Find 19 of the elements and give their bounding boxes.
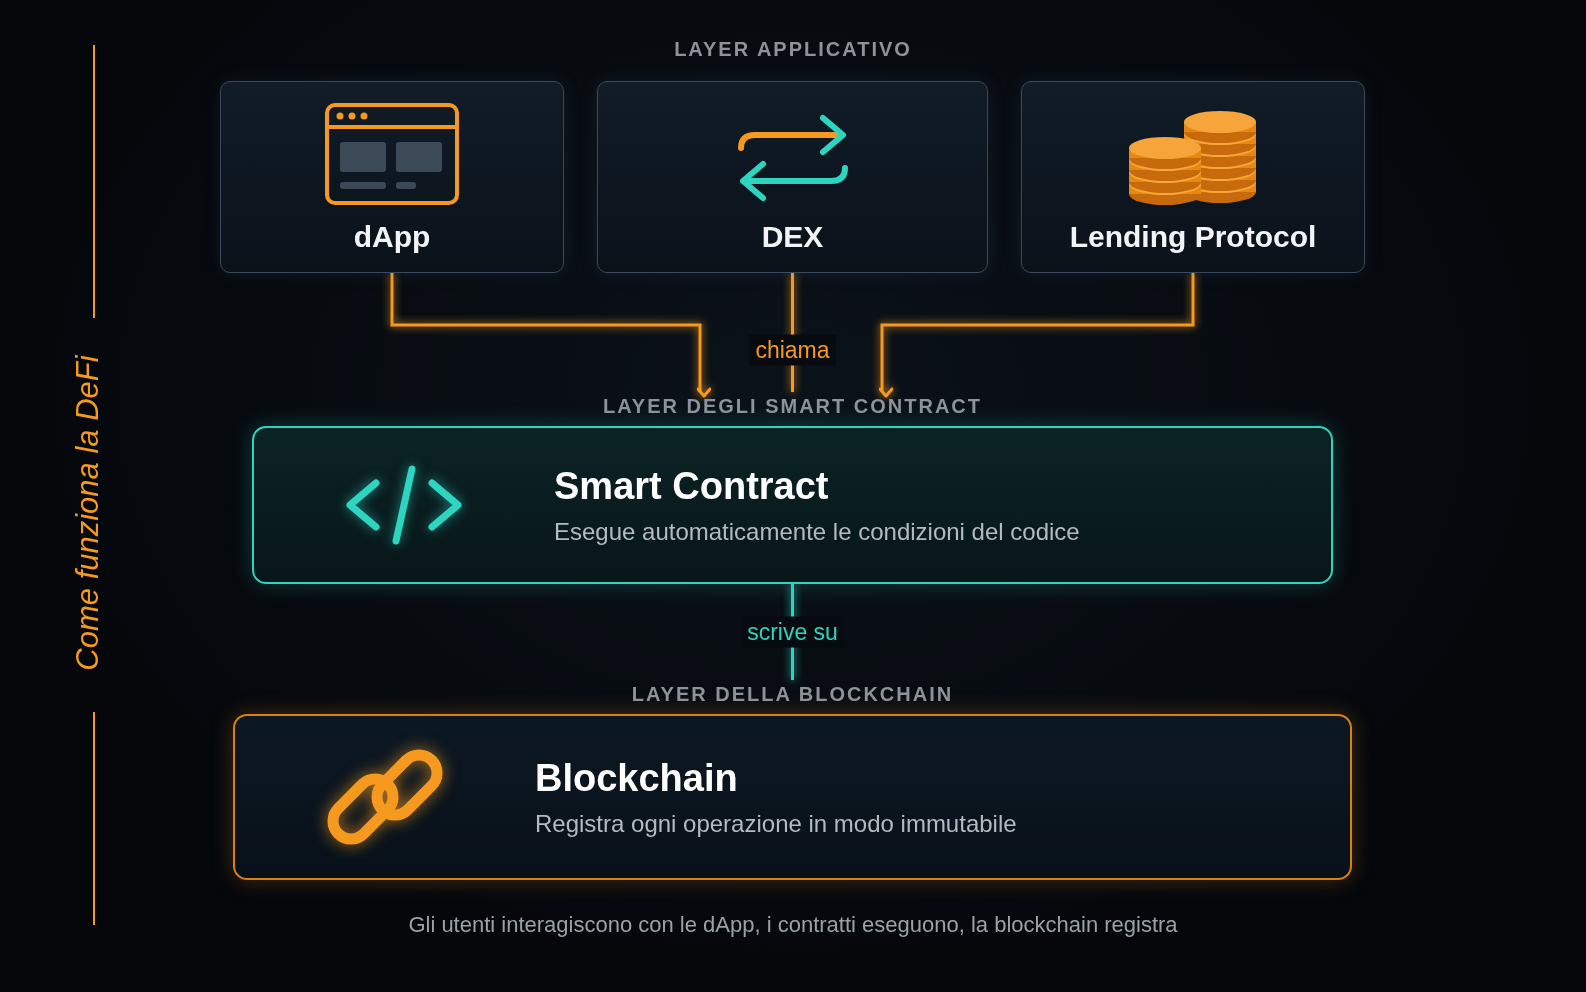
arrow	[390, 273, 712, 398]
edge-label: scrive su	[741, 616, 844, 648]
dapp-card	[220, 81, 564, 273]
vertical-title: Come funziona la DeFi	[70, 353, 106, 673]
caption: Gli utenti interagiscono con le dApp, i contratti eseguono, la blockchain registra	[407, 912, 1179, 938]
layer-heading: LAYER DEGLI SMART CONTRACT	[602, 394, 982, 419]
layer-heading: LAYER DELLA BLOCKCHAIN	[631, 682, 954, 707]
protocol-card	[1021, 81, 1365, 273]
card-title: dApp	[353, 220, 431, 254]
panel-description: Esegue automaticamente le condizioni del codice	[554, 517, 1080, 546]
edge-label: chiama	[749, 334, 836, 366]
panel-title: Blockchain	[535, 756, 739, 800]
dex-card	[597, 81, 988, 273]
panel-title: Smart Contract	[554, 464, 830, 508]
layer-heading: LAYER APPLICATIVO	[673, 38, 913, 61]
panel-description: Registra ogni operazione in modo immutabile	[535, 809, 1017, 838]
card-title: DEX	[761, 220, 824, 254]
arrow	[878, 273, 1195, 398]
card-title: Lending Protocol	[1069, 220, 1317, 254]
